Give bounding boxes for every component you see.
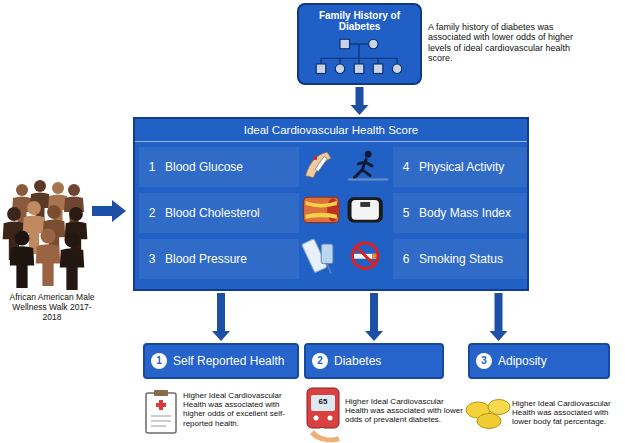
outcome-label: Diabetes <box>334 354 381 368</box>
callout-number: 1 <box>151 353 167 369</box>
finding-note: Higher Ideal Cardiovascular Health was a… <box>183 391 297 428</box>
panel-title: Ideal Cardiovascular Health Score <box>135 119 527 142</box>
metric-row: 2Blood Cholesterol <box>139 193 299 233</box>
walk-arrow <box>92 200 126 222</box>
scale-icon <box>348 197 383 222</box>
metric-label: Blood Glucose <box>165 160 243 174</box>
people-illustration <box>3 180 88 290</box>
metric-label: Blood Cholesterol <box>165 206 260 220</box>
metric-row: 3Blood Pressure <box>139 239 299 279</box>
glucose-test-icon <box>306 152 331 177</box>
runner-icon <box>349 151 388 180</box>
callout-number: 2 <box>312 353 328 369</box>
row-number: 1 <box>139 160 165 174</box>
metric-label: Smoking Status <box>419 252 503 266</box>
blood-pressure-icon <box>302 239 333 274</box>
finding-note: Higher Ideal Cardiovascular Health was a… <box>512 399 620 427</box>
metric-label: Blood Pressure <box>165 252 247 266</box>
metric-label: Physical Activity <box>419 160 504 174</box>
row-number: 6 <box>393 252 419 266</box>
outcome-label: Adiposity <box>498 354 547 368</box>
outcome-box: 3 Adiposity <box>468 343 610 379</box>
meter-reading: 65 <box>311 397 335 406</box>
artery-icon <box>304 197 339 222</box>
block-arrow <box>212 293 230 341</box>
metric-label: Body Mass Index <box>419 206 511 220</box>
fat-cell-icon <box>466 400 510 429</box>
person-figure <box>36 229 61 287</box>
block-arrow <box>490 293 508 341</box>
finding-note: A family history of diabetes was associa… <box>428 22 596 63</box>
outcome-box: 2 Diabetes <box>304 343 444 379</box>
title-box: Family History of Diabetes <box>297 3 422 85</box>
metric-row: 1Blood Glucose <box>139 147 299 187</box>
person-figure <box>10 231 35 289</box>
block-arrow <box>351 87 369 115</box>
score-panel: Ideal Cardiovascular Health Score1Blood … <box>133 117 529 291</box>
clipboard-icon <box>146 390 176 433</box>
metric-row: 4Physical Activity <box>393 147 527 187</box>
row-number: 4 <box>393 160 419 174</box>
block-arrow <box>365 293 383 341</box>
callout-number: 3 <box>476 353 492 369</box>
finding-note: Higher Ideal Cardiovascular Health was a… <box>345 397 463 425</box>
row-number: 5 <box>393 206 419 220</box>
row-number: 3 <box>139 252 165 266</box>
metric-row: 6Smoking Status <box>393 239 527 279</box>
metric-row: 5Body Mass Index <box>393 193 527 233</box>
person-figure <box>60 233 85 291</box>
row-number: 2 <box>139 206 165 220</box>
outcome-label: Self Reported Health <box>173 354 284 368</box>
box-title: Family History of Diabetes <box>299 5 420 32</box>
outcome-box: 1 Self Reported Health <box>143 343 299 379</box>
no-smoking-icon <box>352 243 377 268</box>
glucometer-icon <box>307 388 340 442</box>
group-caption: African American Male Wellness Walk 2017… <box>4 293 100 322</box>
